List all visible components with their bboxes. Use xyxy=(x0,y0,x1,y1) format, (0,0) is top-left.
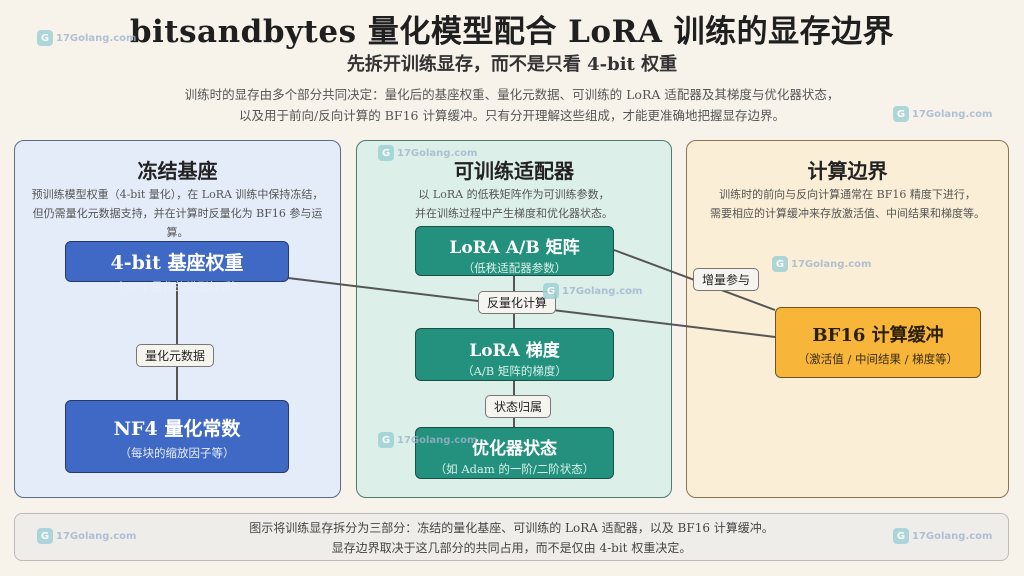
desc-line: 训练时的前向与反向计算通常在 BF16 精度下进行， xyxy=(719,188,976,201)
desc-line: 以 LoRA 的低秩矩阵作为可训练参数， xyxy=(418,188,610,201)
node-main-label: 优化器状态 xyxy=(472,439,557,459)
watermark: G 17Golang.com xyxy=(543,283,642,299)
node-4bit-base-weights: 4-bit 基座权重 （NF4 量化的模型权重） xyxy=(65,241,289,294)
node-lora-gradient: LoRA 梯度 （A/B 矩阵的梯度） xyxy=(415,328,614,381)
node-main-label: 4-bit 基座权重 xyxy=(110,252,244,274)
watermark-logo-icon: G xyxy=(37,528,53,544)
watermark-text: 17Golang.com xyxy=(397,434,478,446)
watermark-text: 17Golang.com xyxy=(56,32,137,44)
footer-line-2: 显存边界取决于这几部分的共同占用，而不是仅由 4-bit 权重决定。 xyxy=(331,541,692,555)
watermark-logo-icon: G xyxy=(543,283,559,299)
watermark-text: 17Golang.com xyxy=(397,147,478,159)
desc-line: 需要相应的计算缓冲来存放激活值、中间结果和梯度等。 xyxy=(710,207,985,220)
footer-line-1: 图示将训练显存拆分为三部分：冻结的量化基座、可训练的 LoRA 适配器，以及 B… xyxy=(249,521,774,535)
node-sub-label: （A/B 矩阵的梯度） xyxy=(462,364,567,378)
watermark: G 17Golang.com xyxy=(378,145,477,161)
panel-desc-adapter: 以 LoRA 的低秩矩阵作为可训练参数， 并在训练过程中产生梯度和优化器状态。 xyxy=(365,185,663,223)
page-subtitle: 先拆开训练显存，而不是只看 4-bit 权重 xyxy=(346,54,678,75)
watermark: G 17Golang.com xyxy=(378,432,477,448)
watermark-logo-icon: G xyxy=(772,256,788,272)
watermark-logo-icon: G xyxy=(37,30,53,46)
watermark: G 17Golang.com xyxy=(772,256,871,272)
watermark: G 17Golang.com xyxy=(893,528,992,544)
watermark-text: 17Golang.com xyxy=(562,285,643,297)
watermark-text: 17Golang.com xyxy=(912,530,993,542)
node-main-label: LoRA 梯度 xyxy=(469,341,560,361)
intro-text: 训练时的显存由多个部分共同决定：量化后的基座权重、量化元数据、可训练的 LoRA… xyxy=(100,84,924,126)
node-sub-label: （低秩适配器参数） xyxy=(462,261,567,275)
watermark-logo-icon: G xyxy=(893,528,909,544)
footer-summary: 图示将训练显存拆分为三部分：冻结的量化基座、可训练的 LoRA 适配器，以及 B… xyxy=(14,513,1009,561)
watermark-text: 17Golang.com xyxy=(56,530,137,542)
node-main-label: LoRA A/B 矩阵 xyxy=(449,238,580,258)
watermark-logo-icon: G xyxy=(378,432,394,448)
watermark-text: 17Golang.com xyxy=(791,258,872,270)
node-optimizer-state: 优化器状态 （如 Adam 的一阶/二阶状态） xyxy=(415,427,614,479)
node-sub-label: （NF4 量化的模型权重） xyxy=(110,280,244,294)
watermark-logo-icon: G xyxy=(893,106,909,122)
node-main-label: BF16 计算缓冲 xyxy=(812,325,944,346)
node-sub-label: （每块的缩放因子等） xyxy=(119,446,235,460)
node-nf4-constants: NF4 量化常数 （每块的缩放因子等） xyxy=(65,400,289,473)
panel-desc-frozen: 预训练模型权重（4-bit 量化），在 LoRA 训练中保持冻结， 但仍需量化元… xyxy=(23,185,332,242)
panel-desc-compute: 训练时的前向与反向计算通常在 BF16 精度下进行， 需要相应的计算缓冲来存放激… xyxy=(695,185,1000,223)
intro-line-1: 训练时的显存由多个部分共同决定：量化后的基座权重、量化元数据、可训练的 LoRA… xyxy=(184,87,840,102)
label-state-ownership: 状态归属 xyxy=(485,395,552,418)
watermark-logo-icon: G xyxy=(378,145,394,161)
watermark-text: 17Golang.com xyxy=(912,108,993,120)
desc-line: 但仍需量化元数据支持，并在计算时反量化为 BF16 参与运算。 xyxy=(32,207,323,239)
label-incremental-participation: 增量参与 xyxy=(693,268,760,291)
node-sub-label: （如 Adam 的一阶/二阶状态） xyxy=(434,462,595,476)
watermark: G 17Golang.com xyxy=(893,106,992,122)
watermark: G 17Golang.com xyxy=(37,528,136,544)
node-lora-ab-matrix: LoRA A/B 矩阵 （低秩适配器参数） xyxy=(415,226,614,276)
node-bf16-compute-buffer: BF16 计算缓冲 （激活值 / 中间结果 / 梯度等） xyxy=(775,307,981,378)
panel-title-adapter: 可训练适配器 xyxy=(454,159,574,183)
intro-line-2: 以及用于前向/反向计算的 BF16 计算缓冲。只有分开理解这些组成，才能更准确地… xyxy=(239,108,785,123)
watermark: G 17Golang.com xyxy=(37,30,136,46)
desc-line: 预训练模型权重（4-bit 量化），在 LoRA 训练中保持冻结， xyxy=(31,188,324,201)
node-main-label: NF4 量化常数 xyxy=(113,418,241,440)
panel-title-frozen: 冻结基座 xyxy=(137,159,218,183)
node-sub-label: （激活值 / 中间结果 / 梯度等） xyxy=(797,352,959,366)
desc-line: 并在训练过程中产生梯度和优化器状态。 xyxy=(415,207,613,220)
label-quant-metadata: 量化元数据 xyxy=(136,344,215,367)
panel-title-compute: 计算边界 xyxy=(807,159,888,183)
page-title: bitsandbytes 量化模型配合 LoRA 训练的显存边界 xyxy=(129,14,895,50)
